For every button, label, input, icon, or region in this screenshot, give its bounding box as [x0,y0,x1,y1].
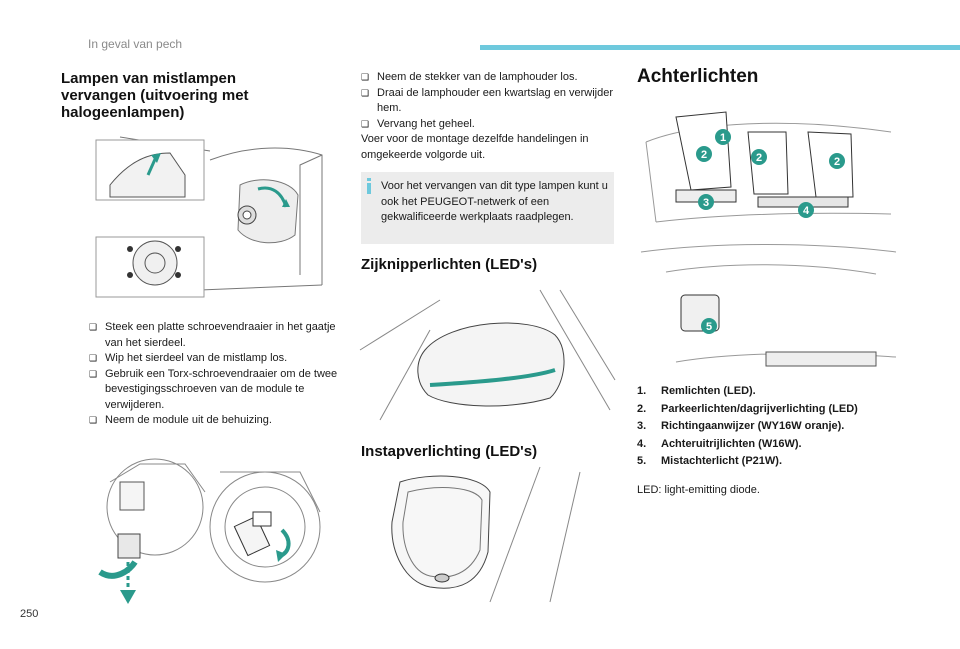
square-bullet-icon: ❑ [89,322,98,332]
square-bullet-icon: ❑ [361,72,370,82]
square-bullet-icon: ❑ [89,368,98,379]
square-bullet-icon: ❑ [89,415,98,425]
list-item: 3.Richtingaanwijzer (WY16W oranje). [637,420,845,432]
fog-module-illustration [98,458,321,604]
callout-2b: 2 [756,152,762,164]
list-item: 5.Mistachterlicht (P21W). [637,455,783,467]
list-item: ❑Vervang het geheel. [361,117,619,133]
zijknipper-title: Zijknipperlichten (LED's) [361,256,538,273]
list-item: ❑Neem de module uit de behuizing. [89,413,344,429]
page-number: 250 [20,608,39,620]
callout-4: 4 [803,205,810,217]
callout-1: 1 [720,132,726,144]
list-item: ❑Neem de stekker van de lamphouder los. [361,70,619,86]
list-item: 4.Achteruitrijlichten (W16W). [637,437,802,450]
square-bullet-icon: ❑ [89,353,98,363]
header-accent-bar [480,45,960,50]
fog-lamp-title: Lampen van mistlampen vervangen (uitvoer… [61,70,249,121]
list-item: ❑Wip het sierdeel van de mistlamp los. [89,351,344,367]
square-bullet-icon: ❑ [361,118,370,129]
note-text: Voor het vervangen van dit type lampen k… [381,180,608,223]
info-icon [367,178,371,194]
callout-3: 3 [703,197,709,209]
side-mirror-illustration [359,289,616,421]
rear-lights-title: Achterlichten [637,66,759,87]
section-header: In geval van pech [88,37,183,51]
instap-title: Instapverlichting (LED's) [361,443,538,460]
list-item: ❑Steek een platte schroevendraaier in he… [89,321,336,349]
mirror-underside-illustration [391,466,581,603]
fog-lamp-illustration [95,136,323,298]
led-note: LED: light-emitting diode. [637,484,760,496]
callout-2c: 2 [834,156,840,168]
rear-legend: 1.Remlichten (LED). 2.Parkeerlichten/dag… [637,383,917,471]
middle-steps-list: ❑Neem de stekker van de lamphouder los. … [361,70,619,132]
montage-text: Voer voor de montage dezelfde handelinge… [361,133,589,161]
fog-steps-list: ❑Steek een platte schroevendraaier in he… [89,320,344,429]
callout-5: 5 [706,321,712,333]
list-item: 2.Parkeerlichten/dagrijverlichting (LED) [637,402,858,415]
list-item: ❑Draai de lamphouder een kwartslag en ve… [361,86,614,115]
info-note: Voor het vervangen van dit type lampen k… [361,172,614,244]
callout-2a: 2 [701,149,707,161]
rear-lights-illustration: 1 2 2 2 3 4 5 [640,111,897,367]
square-bullet-icon: ❑ [361,87,370,98]
list-item: 1.Remlichten (LED). [637,385,756,397]
list-item: ❑Gebruik een Torx-schroevendraaier om de… [89,367,338,411]
